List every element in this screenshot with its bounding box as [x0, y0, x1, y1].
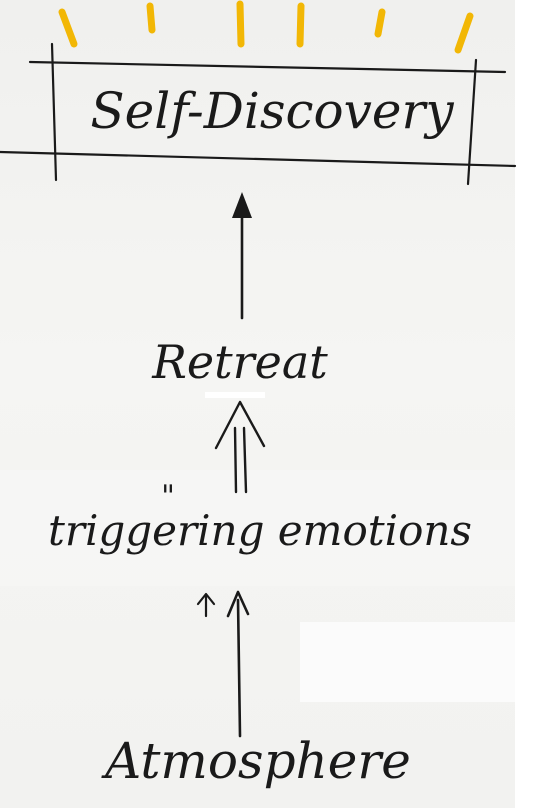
ray-3 [236, 0, 245, 48]
arrow-atmosphere-to-emotions [226, 590, 250, 738]
label-triggering-emotions: triggering emotions [48, 506, 472, 555]
ray-4 [296, 2, 305, 48]
ray-6 [454, 12, 474, 54]
paper-edge [515, 0, 545, 808]
ray-5 [374, 8, 386, 38]
label-self-discovery: Self-Discovery [90, 82, 454, 140]
box-right-edge [466, 58, 478, 186]
box-left-edge [50, 42, 58, 182]
white-patch-2 [300, 622, 515, 702]
label-atmosphere: Atmosphere [101, 732, 411, 790]
top-box [0, 42, 517, 186]
white-patch-1 [205, 392, 265, 398]
white-patch-3 [0, 470, 515, 586]
arrow-emotions-to-retreat [214, 400, 266, 494]
arrowhead-up-1 [232, 192, 252, 218]
ray-2 [146, 2, 156, 34]
box-top-line [28, 60, 507, 74]
sun-rays [58, 0, 474, 54]
arrow-small-to-emotions [196, 592, 216, 618]
label-emotions-ditto: " [161, 479, 175, 514]
label-retreat: Retreat [151, 335, 328, 389]
ray-1 [58, 8, 78, 48]
box-bottom-line [0, 150, 517, 168]
